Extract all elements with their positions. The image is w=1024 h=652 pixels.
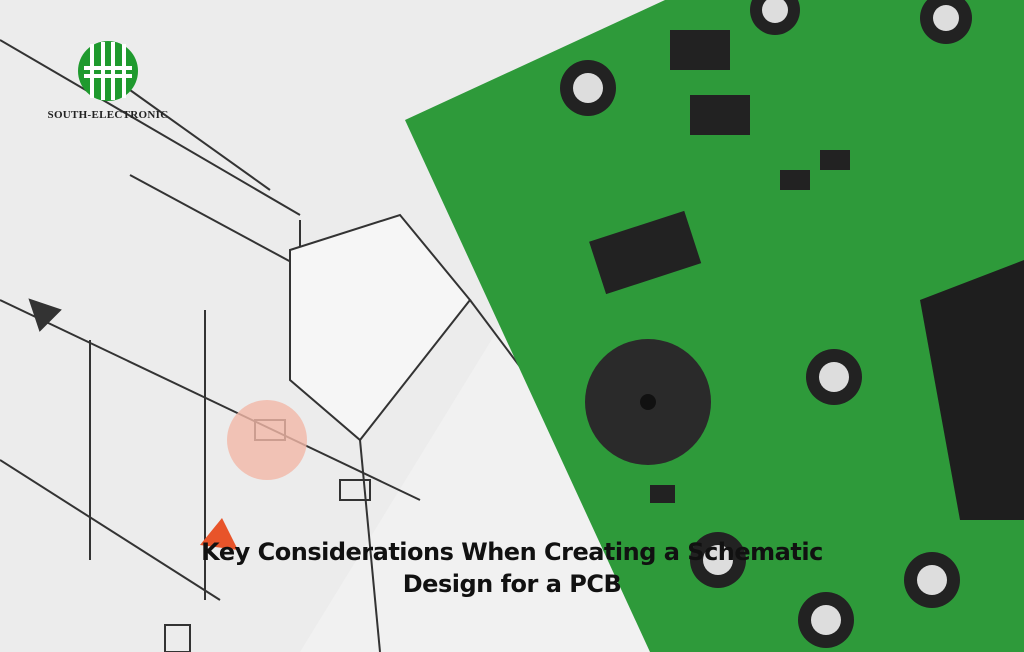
logo-mark-icon [78, 41, 138, 101]
ic-chip [589, 210, 702, 295]
warning-triangle [200, 518, 238, 550]
title-line-2: Design for a PCB [402, 570, 622, 598]
highlight-circle [227, 400, 307, 480]
title-line-1: Key Considerations When Creating a Schem… [201, 538, 823, 566]
logo: SOUTH-ELECTRONIC [38, 40, 178, 121]
logo-name: SOUTH-ELECTRONIC [47, 109, 169, 121]
microcontroller-chip [920, 260, 1024, 520]
pcb-board [405, 0, 1024, 652]
page-title: Key Considerations When Creating a Schem… [0, 536, 1024, 600]
